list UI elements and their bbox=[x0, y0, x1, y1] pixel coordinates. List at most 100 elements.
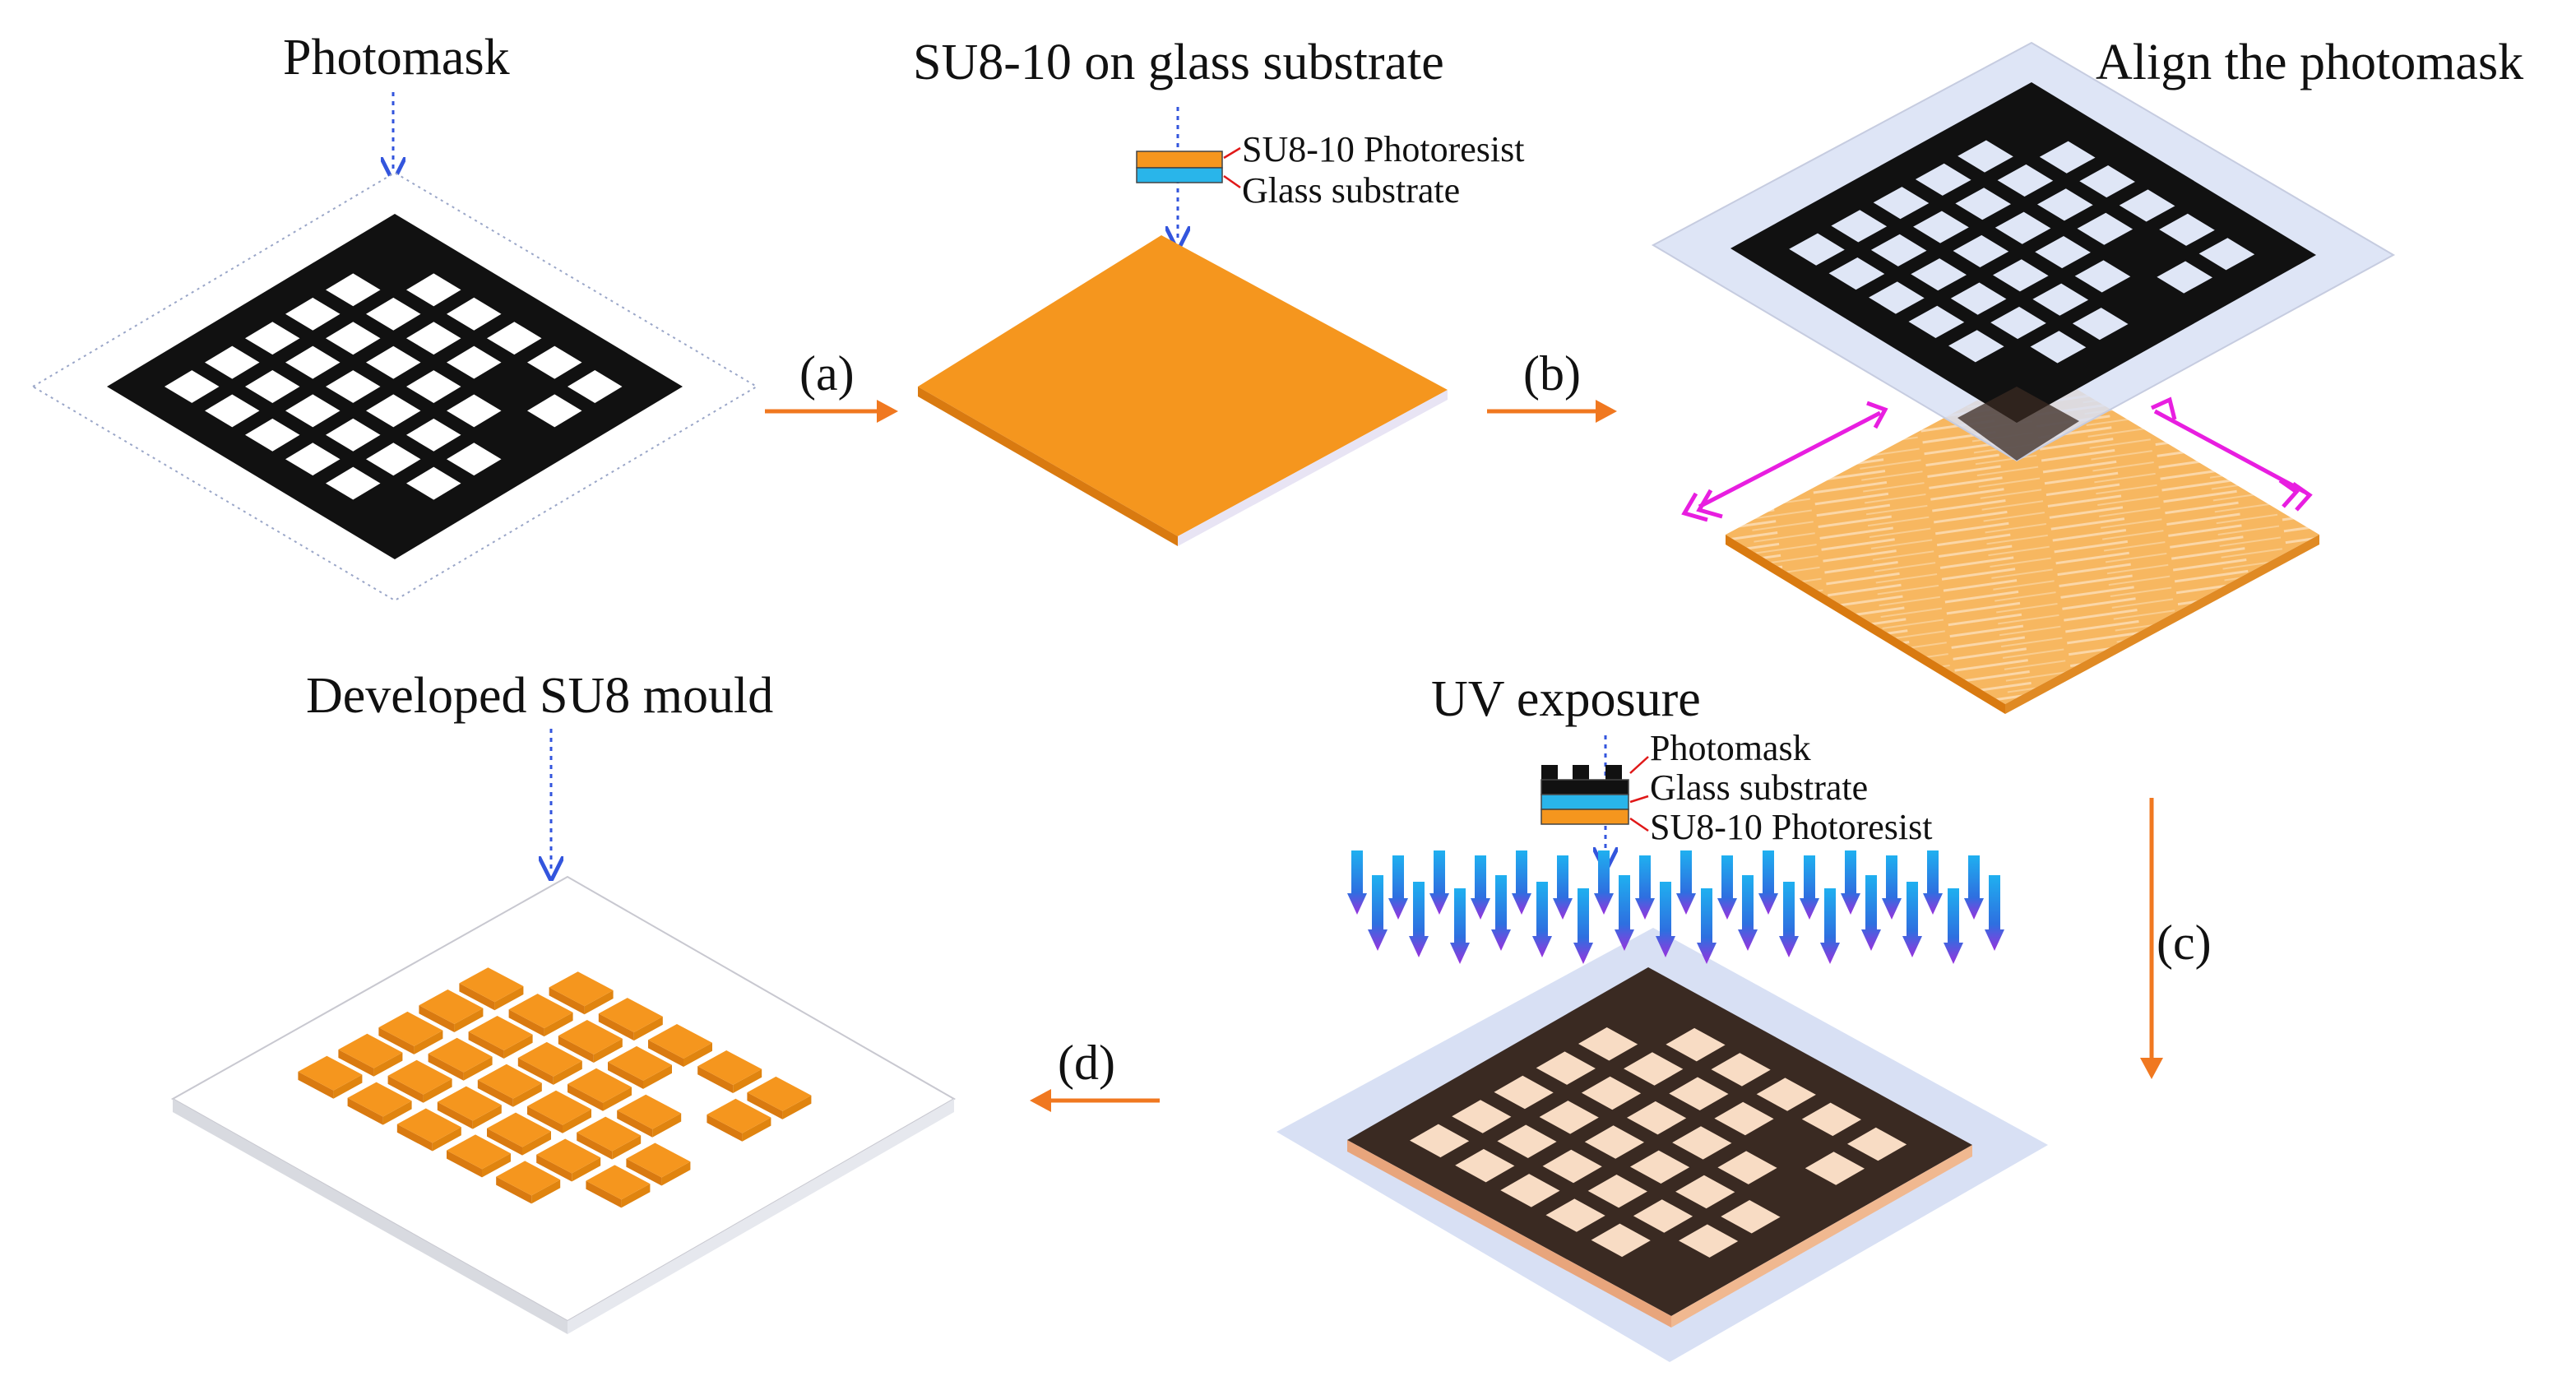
mould-pad-icon bbox=[617, 1094, 682, 1138]
exposure-resist-layer bbox=[1347, 967, 1972, 1316]
coated-substrate-icon bbox=[1136, 151, 1223, 183]
mould-pad-icon bbox=[598, 998, 663, 1041]
mould-pad-icon bbox=[586, 1165, 651, 1208]
photomask-title: Photomask bbox=[283, 30, 510, 86]
align-photomask-window bbox=[2198, 238, 2255, 271]
mould-pad-icon bbox=[536, 1138, 601, 1182]
photomask-window bbox=[406, 418, 461, 452]
align-photomask-window bbox=[1789, 233, 1845, 266]
mould-pad-icon bbox=[707, 1098, 771, 1142]
exposure-window bbox=[1711, 1053, 1771, 1087]
mould-pad-icon bbox=[396, 1108, 461, 1152]
mould-pad-icon bbox=[477, 1064, 542, 1107]
coating-legend-resist: SU8-10 Photoresist bbox=[1242, 129, 1524, 169]
arrow-down-icon bbox=[2140, 1058, 2163, 1079]
exposure-window bbox=[1536, 1051, 1596, 1085]
photomask-window bbox=[326, 370, 381, 403]
uv-arrow-icon bbox=[1615, 875, 1634, 951]
exposure-window bbox=[1666, 1027, 1726, 1062]
align-photomask-window bbox=[1908, 305, 1965, 338]
photomask-window bbox=[164, 370, 220, 403]
align-photomask-window bbox=[1873, 187, 1930, 220]
photomask-window bbox=[568, 370, 623, 403]
align-photomask-window bbox=[1950, 282, 2007, 315]
step-d-arrow: (d) bbox=[1030, 1036, 1160, 1112]
exposure-window bbox=[1714, 1101, 1774, 1136]
uv-arrow-icon bbox=[1800, 855, 1819, 920]
align-photomask-window bbox=[1957, 140, 2013, 173]
photomask-window bbox=[447, 443, 502, 476]
exposure-window bbox=[1578, 1027, 1638, 1061]
uv-arrow-rows bbox=[1347, 850, 2004, 964]
align-photomask-window bbox=[1953, 234, 2009, 267]
exposure-window bbox=[1805, 1152, 1865, 1185]
exposure-window bbox=[1497, 1124, 1557, 1158]
photomask-windows bbox=[164, 273, 623, 500]
exposure-window bbox=[1410, 1124, 1470, 1158]
photomask-black-film bbox=[107, 214, 683, 559]
mould-pad-icon bbox=[508, 994, 573, 1037]
mould-pad-icon bbox=[419, 989, 484, 1032]
uv-arrow-icon bbox=[1347, 850, 1367, 915]
step-d-label: (d) bbox=[1058, 1036, 1115, 1090]
arrow-left-icon bbox=[1030, 1089, 1051, 1112]
uv-arrow-icon bbox=[1553, 855, 1573, 920]
align-photomask-window bbox=[2077, 212, 2134, 245]
coating-legend-glass: Glass substrate bbox=[1242, 170, 1460, 211]
coated-substrate-top bbox=[918, 235, 1448, 536]
exposure-window bbox=[1452, 1100, 1512, 1133]
step-a-arrow: (a) bbox=[765, 346, 898, 423]
align-photomask-window bbox=[1869, 281, 1925, 314]
photomask-window bbox=[245, 322, 300, 355]
step-b-label: (b) bbox=[1523, 346, 1581, 401]
exposure-window bbox=[1679, 1224, 1739, 1258]
coating-panel: SU8-10 Photoresist Glass substrate bbox=[918, 129, 1524, 546]
exposure-window bbox=[1633, 1199, 1693, 1233]
exposure-window bbox=[1539, 1101, 1599, 1134]
exposure-window bbox=[1584, 1125, 1644, 1159]
mould-pad-icon bbox=[697, 1050, 762, 1093]
photomask-window bbox=[447, 297, 502, 331]
exposure-window bbox=[1624, 1052, 1684, 1086]
exposure-window bbox=[1675, 1175, 1735, 1209]
step-c-label: (c) bbox=[2157, 915, 2212, 970]
mould-pad-icon bbox=[298, 1055, 363, 1099]
mould-pad-icon bbox=[577, 1116, 642, 1160]
uv-arrow-icon bbox=[1717, 855, 1737, 920]
photomask-window bbox=[447, 345, 502, 379]
photomask-window bbox=[326, 418, 381, 452]
photomask-window bbox=[245, 370, 300, 403]
exposure-legend-photomask: Photomask bbox=[1650, 728, 1811, 768]
alignment-arrows-icon bbox=[1681, 396, 2313, 522]
exposure-window bbox=[1591, 1223, 1651, 1258]
align-photomask-window bbox=[1913, 211, 1969, 243]
exposure-window bbox=[1721, 1200, 1781, 1234]
mould-pad-icon bbox=[338, 1033, 403, 1077]
align-photomask-window bbox=[2030, 331, 2087, 364]
photomask-window bbox=[366, 297, 421, 331]
photomask-window bbox=[285, 345, 341, 379]
photomask-window bbox=[366, 345, 421, 379]
align-photomask-window bbox=[2035, 236, 2091, 269]
photomask-window bbox=[285, 443, 341, 476]
align-photomask-windows bbox=[1789, 140, 2255, 364]
uv-arrow-icon bbox=[1409, 882, 1429, 957]
mould-pad-icon bbox=[527, 1090, 591, 1133]
arrow-right-icon bbox=[1596, 400, 1617, 423]
photomask-window bbox=[326, 273, 381, 307]
uv-arrow-icon bbox=[1861, 875, 1881, 951]
mould-pad-icon bbox=[459, 967, 524, 1011]
align-photomask-window bbox=[1955, 188, 2011, 220]
mould-pad-icon bbox=[496, 1161, 561, 1204]
mould-pad-icon bbox=[608, 1045, 672, 1089]
uv-arrow-icon bbox=[1573, 888, 1593, 964]
mould-pad-icon bbox=[487, 1112, 551, 1156]
align-photomask-window bbox=[1948, 330, 2004, 363]
uv-arrow-icon bbox=[1902, 882, 1922, 957]
exposure-window bbox=[1545, 1198, 1605, 1232]
align-photomask-window bbox=[2039, 141, 2096, 174]
photomask-window bbox=[487, 322, 542, 355]
align-photomask-window bbox=[2119, 189, 2175, 222]
mould-pad-icon bbox=[347, 1082, 412, 1125]
photomask-window bbox=[406, 322, 461, 355]
